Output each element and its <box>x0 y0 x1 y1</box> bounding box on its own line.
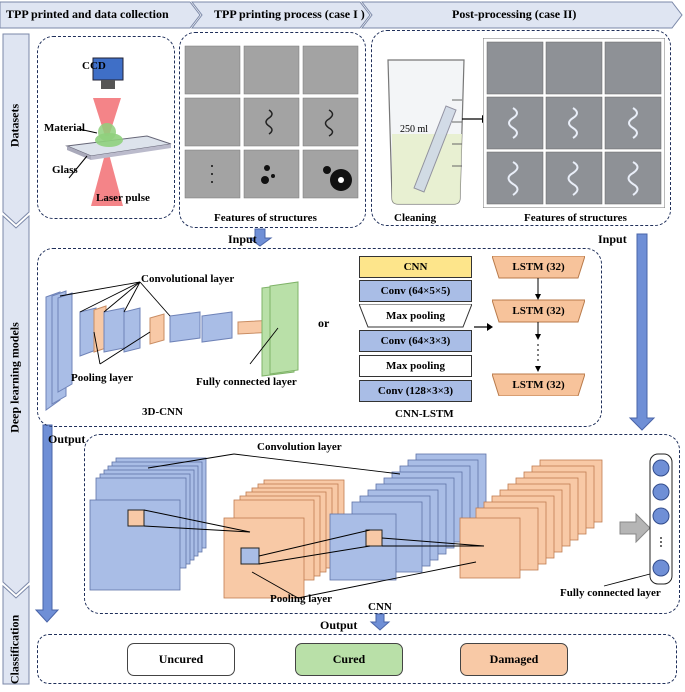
header-chevron-3 <box>360 1 683 29</box>
class-uncured: Uncured <box>127 643 235 676</box>
class-damaged: Damaged <box>460 643 568 676</box>
maxpool-block-2: Max pooling <box>359 355 472 377</box>
cnn-panel <box>84 434 680 614</box>
side-banner <box>2 33 30 685</box>
output-label-bottom: Output <box>320 618 358 632</box>
input-label-right: Input <box>598 232 627 246</box>
side-chevron-classification <box>2 584 30 685</box>
case2-caption: Features of structures <box>524 212 627 224</box>
lstm-shapes <box>492 256 585 396</box>
arrow-to-lstm-icon <box>474 323 493 331</box>
cnn2d-illustration <box>89 453 673 599</box>
cnn2d-caption: CNN <box>368 601 392 613</box>
input-label-left: Input <box>228 232 257 246</box>
conv-block-2: Conv (64×3×3) <box>359 330 472 352</box>
header-banner <box>0 1 683 29</box>
header-stage-1: TPP printed and data collection <box>6 7 169 21</box>
output-label-left: Output <box>48 432 86 446</box>
side-chevron-datasets <box>2 33 30 225</box>
cnn3d-caption: 3D-CNN <box>142 406 183 418</box>
case2-image-grid <box>483 38 665 208</box>
output-arrow-bottom <box>369 613 391 631</box>
header-chevron-2 <box>190 1 371 29</box>
lstm-cell-2: LSTM (32) <box>512 305 565 317</box>
cnn2d-pool-label: Pooling layer <box>270 593 333 605</box>
laser-pulse-label: Laser pulse <box>96 192 150 204</box>
models-panel <box>37 248 602 427</box>
input-arrow-left <box>247 228 273 247</box>
case1-image-grid <box>184 45 359 199</box>
material-label: Material <box>44 122 85 134</box>
ccd-label: CCD <box>82 60 106 72</box>
header-stage-2: TPP printing process (case I ) <box>214 7 365 21</box>
case1-caption: Features of structures <box>214 212 317 224</box>
classification-panel <box>37 634 677 684</box>
header-chevron-1 <box>0 1 201 29</box>
output-arrow-left <box>34 424 60 623</box>
input-arrow-right <box>628 233 656 431</box>
side-chevron-models <box>2 214 30 595</box>
lstm-cell-1: LSTM (32) <box>512 261 565 273</box>
cnn3d-pool-label: Pooling layer <box>71 372 134 384</box>
or-label: or <box>318 316 330 330</box>
class-cured: Cured <box>295 643 403 676</box>
lstm-cell-3: LSTM (32) <box>512 379 565 391</box>
beaker-volume-label: 250 ml <box>400 124 429 135</box>
cnn3d-conv-label: Convolutional layer <box>141 273 235 285</box>
case2-panel <box>371 30 671 226</box>
cleaning-beaker-illustration <box>387 59 465 205</box>
maxpool-block-1: Max pooling <box>386 310 445 322</box>
setup-panel <box>37 36 175 219</box>
maxpool-shape-1 <box>359 304 472 328</box>
cnn2d-conv-label: Convolution layer <box>257 441 342 453</box>
conv-block-1: Conv (64×5×5) <box>359 280 472 302</box>
cnn2d-fc-label: Fully connected layer <box>560 587 661 599</box>
cnn3d-fc-label: Fully connected layer <box>196 376 297 388</box>
glass-label: Glass <box>52 164 78 176</box>
cnn3d-illustration <box>45 281 299 411</box>
case1-panel <box>179 32 366 228</box>
cleaning-label: Cleaning <box>394 212 437 224</box>
tpp-setup-illustration <box>65 57 172 206</box>
cnn-head: CNN <box>359 256 472 278</box>
cnn-lstm-caption: CNN-LSTM <box>395 408 454 420</box>
header-stage-3: Post-processing (case II) <box>452 7 577 21</box>
conv-block-3: Conv (128×3×3) <box>359 380 472 402</box>
